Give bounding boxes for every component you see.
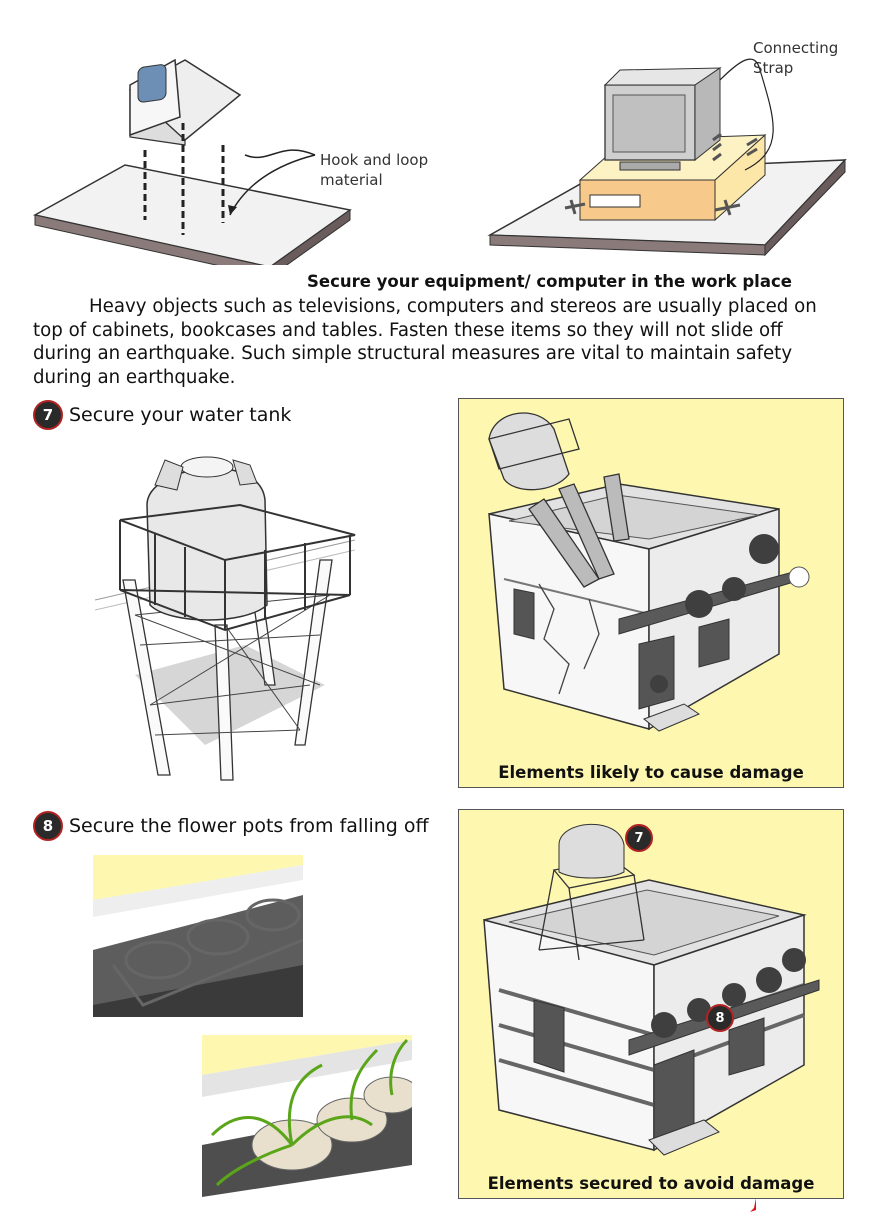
- connecting-strap-label: Connecting Strap: [753, 39, 839, 77]
- tv-strapped-illustration: [32, 58, 352, 265]
- damage-panel: Elements likely to cause damage: [458, 398, 844, 788]
- potted-plants-illustration: [202, 1035, 412, 1197]
- pot-frame-illustration: [93, 855, 303, 1017]
- secured-badge-8: 8: [706, 1004, 734, 1032]
- step-7-badge: 7: [33, 400, 63, 430]
- damaged-house-illustration: [488, 412, 810, 732]
- computer-strapped-illustration: [487, 58, 847, 257]
- secured-panel-caption: Elements secured to avoid damage: [487, 1174, 815, 1193]
- step-8-title: Secure the flower pots from falling off: [69, 815, 429, 837]
- water-tank-stand-illustration: [95, 456, 356, 781]
- hook-loop-label: Hook and loop material: [320, 151, 429, 189]
- secured-panel: 7 8 Elements secured to avoid damage: [458, 809, 844, 1199]
- equipment-caption: Secure your equipment/ computer in the w…: [307, 272, 792, 291]
- intro-paragraph: Heavy objects such as televisions, compu…: [33, 296, 817, 388]
- secured-house-illustration: [483, 823, 820, 1156]
- secured-badge-7: 7: [625, 824, 653, 852]
- step-7-title: Secure your water tank: [69, 404, 292, 426]
- red-mark-icon: [750, 1198, 756, 1212]
- step-7-heading: 7 Secure your water tank: [33, 400, 291, 430]
- damage-panel-caption: Elements likely to cause damage: [498, 763, 804, 782]
- step-8-heading: 8 Secure the flower pots from falling of…: [33, 811, 429, 841]
- step-8-badge: 8: [33, 811, 63, 841]
